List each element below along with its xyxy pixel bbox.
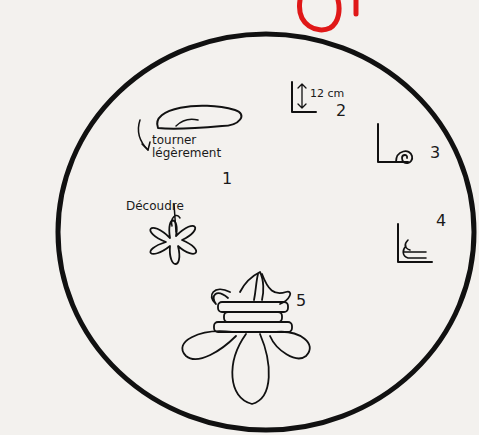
step-number: 5 [296, 292, 306, 310]
step-number: 2 [336, 102, 346, 120]
bobbin-drawing [218, 302, 288, 312]
bobbin-drawing [224, 312, 282, 322]
petal-drawing [270, 332, 310, 359]
step-note: Découdre [126, 200, 184, 213]
dimension-label: 12 cm [310, 88, 344, 100]
outer-circle [58, 34, 474, 430]
loop-drawing [157, 106, 241, 129]
dimension-arrow [298, 84, 306, 108]
flower-drawing [254, 274, 290, 304]
red-mark [354, 0, 359, 14]
turn-arrow [142, 142, 150, 150]
coil-drawing [403, 240, 426, 258]
spiral-drawing [396, 151, 412, 163]
red-mark [300, 0, 340, 30]
loop-drawing [176, 119, 198, 126]
petal-drawing [182, 331, 236, 359]
step-number: 4 [436, 212, 446, 230]
step-number: 1 [222, 170, 232, 188]
flower-drawing [150, 221, 196, 265]
step-number: 3 [430, 144, 440, 162]
strip-drawing [398, 224, 432, 262]
petal-drawing [232, 334, 268, 404]
step-note: tourner légèrement [152, 134, 232, 160]
flower-drawing [240, 272, 263, 300]
